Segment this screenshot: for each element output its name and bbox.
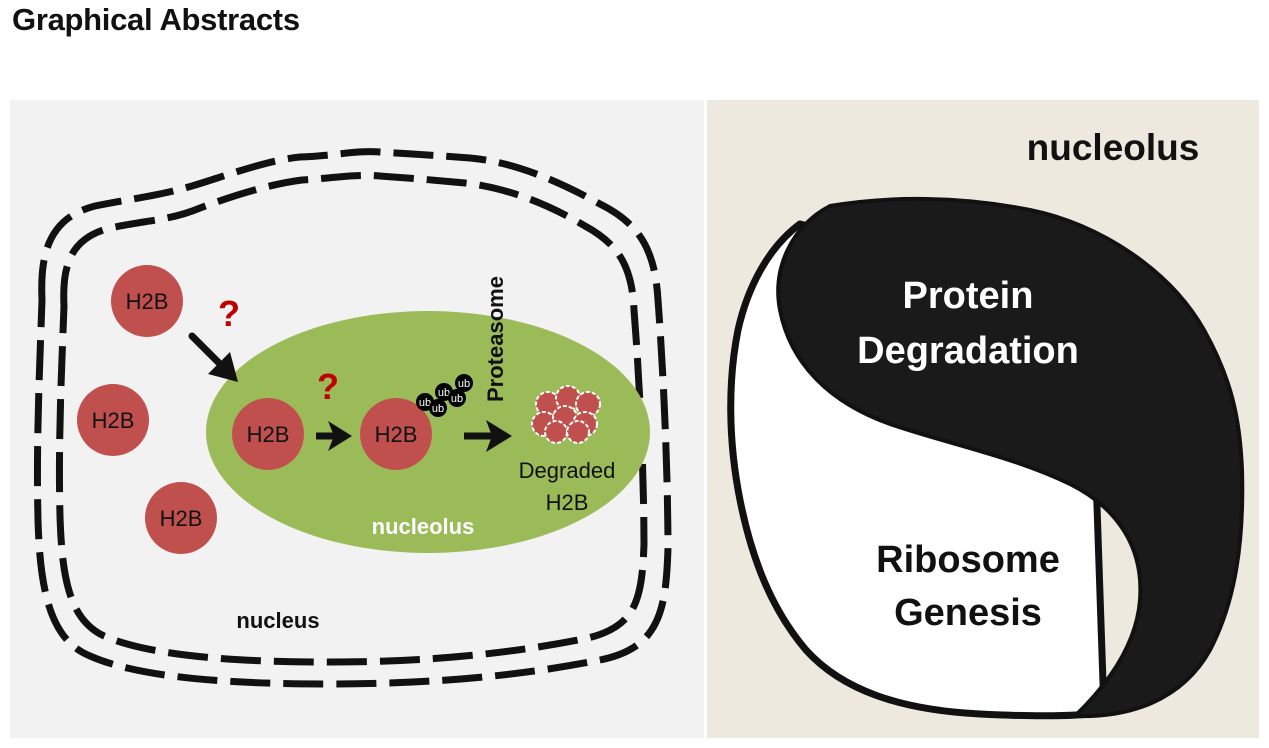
- fragment: [566, 420, 590, 444]
- ubiquitin-label: ub: [419, 397, 431, 409]
- ubiquitin-bead: [429, 399, 447, 417]
- degraded-label-line1: Degraded: [519, 458, 616, 483]
- degraded-h2b-fragments: [531, 385, 601, 444]
- ubiquitin-label: ub: [438, 387, 450, 399]
- arrow-ubiquitination-icon: [316, 421, 352, 451]
- nuclear-envelope-inner: [55, 171, 648, 666]
- arrow-degradation-icon: [464, 420, 512, 452]
- h2b-cytoplasm-2: H2B: [77, 384, 149, 456]
- ribosome-genesis-line1: Ribosome: [876, 539, 1060, 581]
- protein-degradation-region: [776, 196, 1245, 719]
- h2b-label: H2B: [92, 408, 135, 433]
- page-heading: Graphical Abstracts: [12, 2, 300, 37]
- h2b-cytoplasm-1: H2B: [111, 265, 183, 337]
- protein-degradation-line1: Protein: [903, 275, 1034, 317]
- nucleus-label: nucleus: [236, 608, 319, 633]
- fragment: [544, 420, 568, 444]
- question-mark-import: ?: [218, 293, 240, 334]
- ubiquitin-chain: ub ub ub ub ub: [416, 374, 473, 417]
- arrow-import-icon: [188, 332, 238, 382]
- nuclear-envelope: [33, 148, 672, 688]
- degraded-label-line2: H2B: [546, 490, 589, 515]
- h2b-circle: [77, 384, 149, 456]
- proteasome-label: Proteasome: [483, 276, 508, 402]
- h2b-nucleolar: H2B: [232, 398, 304, 470]
- ribosome-genesis-line2: Genesis: [894, 592, 1042, 634]
- nuclear-envelope-outer: [33, 148, 672, 688]
- ubiquitin-label: ub: [458, 378, 470, 390]
- h2b-label: H2B: [126, 289, 169, 314]
- ubiquitin-label: ub: [451, 393, 463, 405]
- h2b-circle: [111, 265, 183, 337]
- nucleolus-label: nucleolus: [372, 514, 475, 539]
- h2b-circle: [232, 398, 304, 470]
- question-mark-ubiquitination: ?: [317, 366, 339, 407]
- h2b-label: H2B: [247, 422, 290, 447]
- ubiquitin-bead: [448, 389, 466, 407]
- h2b-cytoplasm-3: H2B: [145, 482, 217, 554]
- h2b-circle: [145, 482, 217, 554]
- ubiquitin-label: ub: [432, 403, 444, 415]
- h2b-circle: [360, 398, 432, 470]
- right-panel-title: nucleolus: [1027, 127, 1200, 168]
- protein-degradation-line2: Degradation: [857, 330, 1079, 372]
- h2b-ubiquitinated: H2B: [360, 398, 432, 470]
- ubiquitin-bead: [455, 374, 473, 392]
- h2b-label: H2B: [375, 422, 418, 447]
- h2b-label: H2B: [160, 506, 203, 531]
